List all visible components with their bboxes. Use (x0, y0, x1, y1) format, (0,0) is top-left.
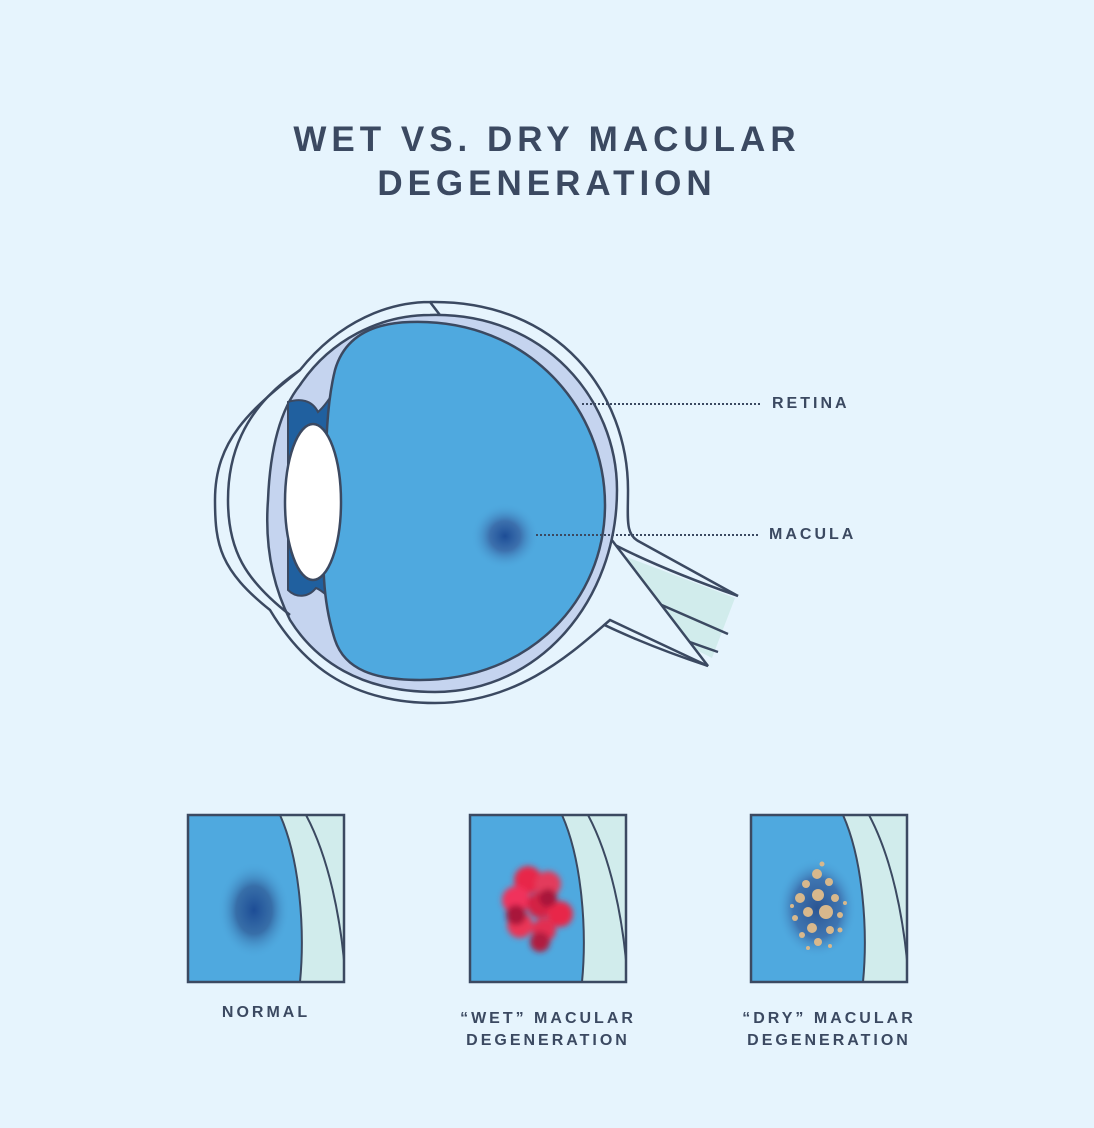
title-line-2: DEGENERATION (377, 164, 717, 203)
caption-normal-line-1: NORMAL (221, 1004, 311, 1021)
panel-normal (188, 815, 344, 982)
macula (471, 503, 539, 569)
cornea (226, 368, 301, 616)
vitreous-body (322, 320, 607, 682)
retina-label: RETINA (772, 395, 850, 412)
panel-wet (470, 815, 626, 982)
diagram-title: WET VS. DRY MACULAR DEGENERATION (0, 118, 1094, 206)
caption-dry-line-2: DEGENERATION (747, 1032, 911, 1049)
macula-label: MACULA (769, 526, 857, 543)
title-line-1: WET VS. DRY MACULAR (293, 120, 801, 159)
panel-dry (751, 815, 907, 982)
dry-macula-glow (777, 858, 857, 958)
wet-blood-cluster (502, 866, 573, 952)
caption-wet: “WET” MACULAR DEGENERATION (418, 1008, 678, 1052)
caption-dry-line-1: “DRY” MACULAR (742, 1010, 916, 1027)
caption-wet-line-2: DEGENERATION (466, 1032, 630, 1049)
normal-macula (218, 862, 290, 958)
dry-drusen-deposits (790, 861, 847, 950)
caption-dry: “DRY” MACULAR DEGENERATION (699, 1008, 959, 1052)
caption-normal: NORMAL (136, 1002, 396, 1024)
lens (283, 422, 343, 582)
caption-wet-line-1: “WET” MACULAR (460, 1010, 636, 1027)
